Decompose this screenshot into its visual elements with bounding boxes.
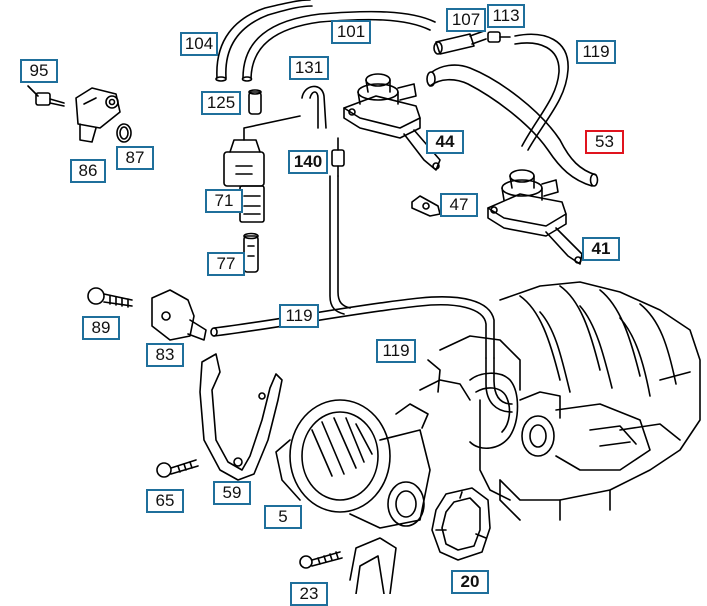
callout-113[interactable]: 113	[487, 4, 525, 28]
hose-119-vertical-drawing	[329, 175, 351, 315]
callout-77[interactable]: 77	[207, 252, 245, 276]
pipe-drawing	[426, 64, 599, 187]
valve-44-drawing	[343, 73, 441, 171]
solenoid-71-drawing	[223, 115, 301, 223]
sensor-83-drawing	[151, 289, 207, 341]
fitting-113-drawing	[487, 31, 511, 43]
callout-65[interactable]: 65	[146, 489, 184, 513]
intake-manifold-drawing	[419, 281, 701, 521]
callout-125[interactable]: 125	[201, 91, 241, 115]
callout-107[interactable]: 107	[446, 8, 486, 32]
air-pump-5-drawing	[275, 399, 431, 529]
callout-5[interactable]: 5	[264, 505, 302, 529]
bent-tube-131-drawing	[301, 85, 327, 129]
o-ring-87-drawing	[116, 123, 132, 143]
hose-119-middle-drawing	[210, 296, 495, 359]
hose-119-upper-drawing	[514, 33, 569, 151]
sleeve-77-drawing	[243, 232, 259, 273]
callout-86[interactable]: 86	[70, 159, 106, 183]
callout-41[interactable]: 41	[582, 237, 620, 261]
callout-71[interactable]: 71	[205, 189, 243, 213]
valve-41-drawing	[487, 169, 583, 265]
gasket-47-drawing	[411, 195, 441, 217]
hose-104-drawing	[215, 0, 313, 82]
connector-140-drawing	[331, 137, 345, 177]
screw-95-drawing	[27, 85, 65, 107]
callout-53[interactable]: 53	[585, 130, 624, 154]
bracket-59-drawing	[199, 353, 283, 481]
callout-44[interactable]: 44	[426, 130, 464, 154]
callout-89[interactable]: 89	[82, 316, 120, 340]
callout-95[interactable]: 95	[20, 59, 58, 83]
callout-119-upper[interactable]: 119	[576, 40, 616, 64]
callout-83[interactable]: 83	[146, 343, 184, 367]
callout-131[interactable]: 131	[289, 56, 329, 80]
bolt-89-drawing	[87, 287, 133, 308]
callout-140[interactable]: 140	[288, 150, 328, 174]
hose-101-drawing	[241, 10, 436, 82]
callout-119-lower[interactable]: 119	[376, 339, 416, 363]
gasket-20-drawing	[431, 487, 491, 561]
sensor-86-drawing	[75, 87, 121, 143]
callout-119-middle[interactable]: 119	[279, 304, 319, 328]
callout-47[interactable]: 47	[440, 193, 478, 217]
callout-87[interactable]: 87	[116, 146, 154, 170]
sleeve-125-drawing	[248, 89, 262, 115]
callout-23[interactable]: 23	[290, 582, 328, 606]
callout-59[interactable]: 59	[213, 481, 251, 505]
part-23-drawing	[299, 537, 397, 594]
fitting-107-drawing	[433, 30, 487, 55]
callout-104[interactable]: 104	[180, 32, 218, 56]
callout-20[interactable]: 20	[451, 570, 489, 594]
callout-101[interactable]: 101	[331, 20, 371, 44]
bolt-65-drawing	[156, 459, 199, 478]
